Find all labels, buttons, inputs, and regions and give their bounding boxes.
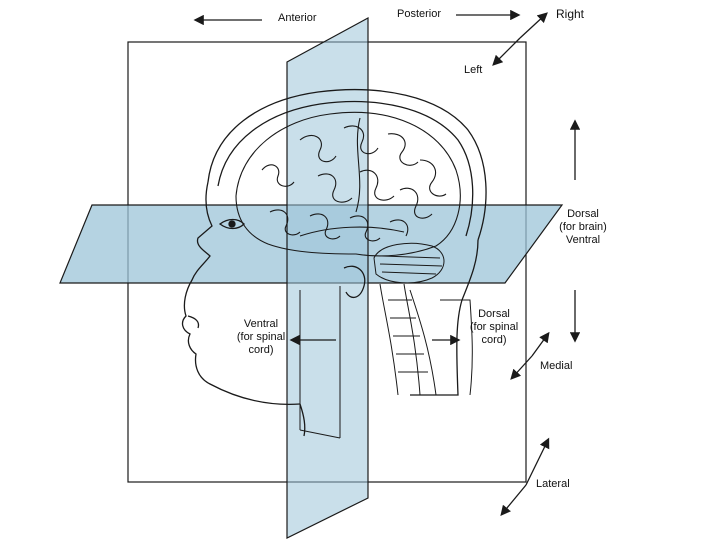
left-arrow [492,37,521,66]
label-dorsal-brain: Dorsal (for brain) Ventral [548,208,618,247]
label-posterior: Posterior [397,8,442,20]
lateral-arrow-up [525,437,550,486]
label-dorsal-spinal-1: Dorsal [478,308,510,320]
label-ventral-spinal-3: cord) [248,344,274,356]
label-right: Right [556,7,585,21]
label-ventral-spinal-2: (for spinal [236,331,286,343]
brain [235,111,461,257]
label-medial: Medial [540,360,573,372]
head-outline [181,89,487,437]
medial-arrow-up [531,331,550,357]
sagittal-plane [286,16,369,539]
midline-cut [299,286,341,439]
lateral-arrow [500,484,527,517]
label-ventral-spinal: Ventral (for spinal cord) [226,318,296,357]
label-dorsal-brain-2: (for brain) [559,221,607,233]
label-ventral-spinal-1: Ventral [243,318,279,330]
cerebellum [373,242,445,284]
label-dorsal-brain-1: Dorsal [567,208,599,220]
direction-arrows [193,9,581,517]
medial-arrow [510,355,533,380]
label-left: Left [464,64,483,76]
label-anterior: Anterior [278,12,317,24]
label-dorsal-brain-3: Ventral [565,234,601,246]
spinal-cord [379,283,473,396]
label-dorsal-spinal-2: (for spinal [469,321,519,333]
label-dorsal-spinal: Dorsal (for spinal cord) [458,308,530,347]
label-dorsal-spinal-3: cord) [481,334,507,346]
label-lateral: Lateral [536,478,570,490]
right-arrow [519,12,548,39]
